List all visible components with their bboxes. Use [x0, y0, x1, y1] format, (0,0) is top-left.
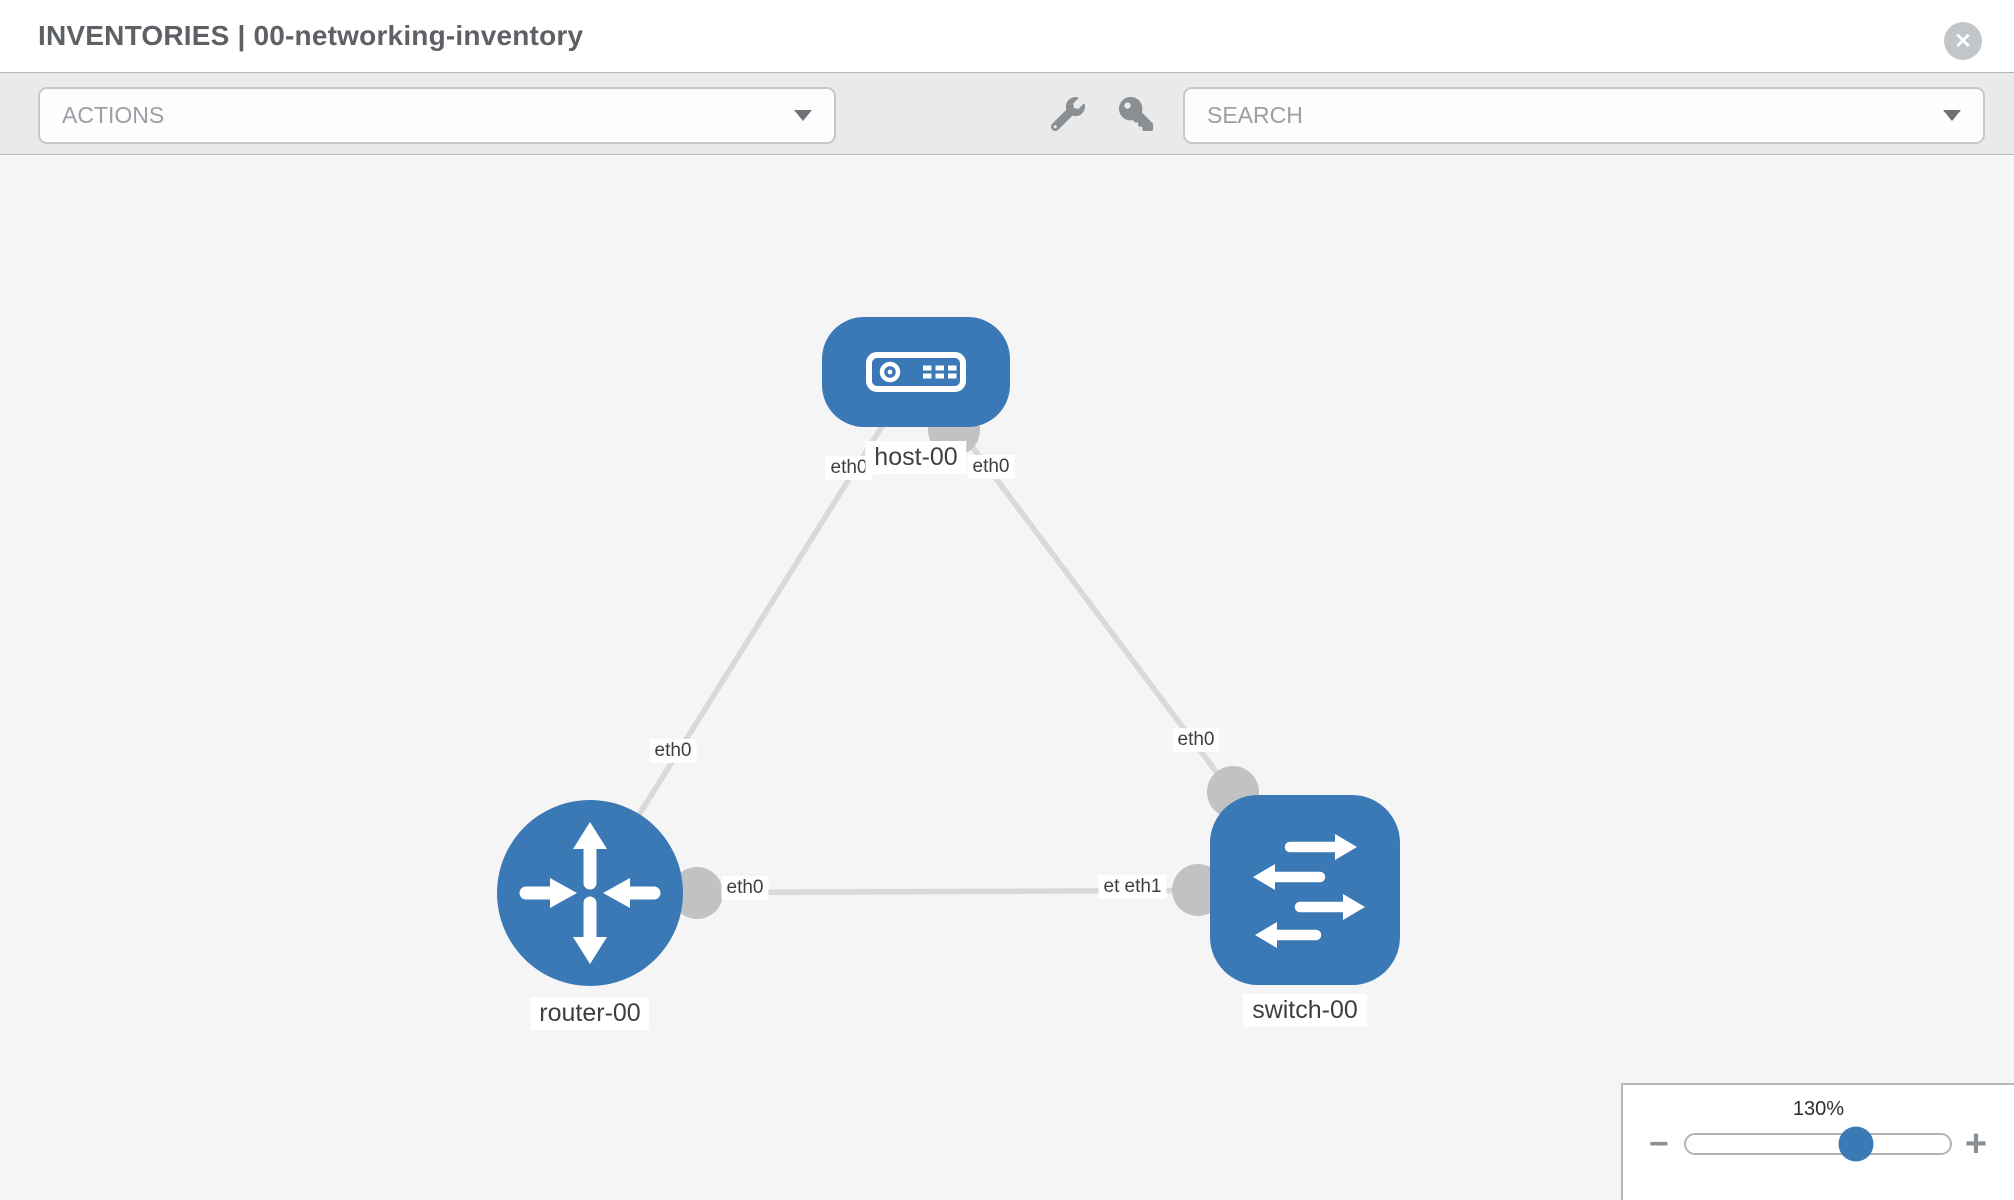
node-name-label: router-00 [530, 997, 650, 1030]
server-led-dot [887, 369, 893, 375]
switch-arrow-head [1253, 864, 1275, 890]
node-shape [822, 317, 1010, 427]
server-port-dot [935, 365, 944, 371]
server-icon [866, 352, 966, 392]
interface-label: eth0 [1172, 728, 1220, 752]
router-arrow-right-head [550, 878, 577, 908]
chevron-down-icon [794, 110, 812, 121]
actions-dropdown-label: ACTIONS [62, 102, 165, 128]
node-shape [1210, 795, 1400, 985]
key-icon [1119, 97, 1153, 131]
server-port-dot [923, 373, 932, 379]
search-dropdown[interactable]: SEARCH [1183, 87, 1985, 144]
zoom-slider-row: − + [1623, 1125, 2014, 1163]
zoom-slider-thumb[interactable] [1838, 1126, 1874, 1162]
interface-label: eth0 [721, 876, 769, 900]
search-dropdown-label: SEARCH [1207, 102, 1303, 128]
switch-arrow-head [1255, 922, 1277, 948]
server-port-dot [923, 365, 932, 371]
interface-label: eth0 [825, 456, 873, 480]
zoom-panel: 130% − + [1621, 1083, 2014, 1200]
chevron-down-icon [1943, 110, 1961, 121]
interface-port [671, 867, 723, 919]
header: INVENTORIES | 00-networking-inventory ✕ [0, 0, 2014, 72]
zoom-percent: 130% [1792, 1098, 1845, 1120]
node-router-00[interactable] [497, 800, 683, 986]
server-port-dot [948, 373, 957, 379]
topology-canvas[interactable]: eth0eth0eth0eth0eth0eth0eth1host-00route… [0, 156, 2014, 1200]
close-icon: ✕ [1954, 29, 1972, 53]
server-port-dot [948, 365, 957, 371]
switch-arrow-head [1343, 894, 1365, 920]
router-arrow-left-head [603, 878, 630, 908]
configure-tools-button[interactable] [1050, 97, 1086, 133]
router-arrow-up-head [573, 822, 607, 849]
wrench-icon [1050, 97, 1085, 132]
topology-svg [497, 317, 1400, 986]
zoom-slider-track[interactable] [1683, 1126, 1952, 1162]
zoom-in-button[interactable]: + [1964, 1123, 1988, 1165]
switch-arrow-head [1335, 834, 1357, 860]
actions-dropdown[interactable]: ACTIONS [38, 87, 836, 144]
close-button[interactable]: ✕ [1944, 22, 1982, 60]
router-arrow-down-head [573, 937, 607, 964]
server-led-icon [879, 361, 901, 383]
interface-label: eth1 [1119, 875, 1167, 899]
node-host-00[interactable] [822, 317, 1010, 427]
node-switch-00[interactable] [1210, 795, 1400, 985]
interface-label: eth0 [967, 455, 1015, 479]
page-title: INVENTORIES | 00-networking-inventory [38, 20, 584, 51]
credentials-button[interactable] [1118, 97, 1154, 133]
node-shape [497, 800, 683, 986]
server-port-dot [935, 373, 944, 379]
node-name-label: switch-00 [1243, 994, 1367, 1027]
interface-label: eth0 [649, 739, 697, 763]
node-name-label: host-00 [865, 441, 967, 474]
zoom-out-button[interactable]: − [1649, 1125, 1669, 1163]
toolbar: ACTIONS SEARCH [0, 72, 2014, 155]
